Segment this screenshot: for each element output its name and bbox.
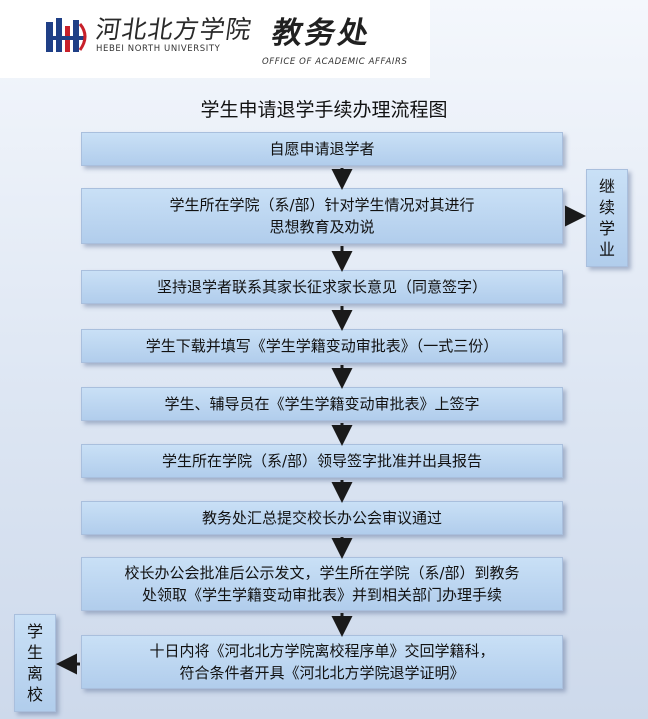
header-banner: 河北北方学院 HEBEI NORTH UNIVERSITY 教务处 OFFICE…: [0, 0, 430, 78]
continue-study-box: 继 续 学 业: [586, 169, 628, 267]
step-1: 自愿申请退学者: [81, 132, 563, 166]
step-5: 学生、辅导员在《学生学籍变动审批表》上签字: [81, 387, 563, 421]
university-name-en: HEBEI NORTH UNIVERSITY: [96, 44, 221, 54]
step-7: 教务处汇总提交校长办公会审议通过: [81, 501, 563, 535]
step-8: 校长办公会批准后公示发文，学生所在学院（系/部）到教务 处领取《学生学籍变动审批…: [81, 557, 563, 611]
step-9: 十日内将《河北北方学院离校程序单》交回学籍科， 符合条件者开具《河北北方学院退学…: [81, 635, 563, 689]
step-6: 学生所在学院（系/部）领导签字批准并出具报告: [81, 444, 563, 478]
step-2: 学生所在学院（系/部）针对学生情况对其进行 思想教育及劝说: [81, 188, 563, 244]
step-3: 坚持退学者联系其家长征求家长意见（同意签字）: [81, 270, 563, 304]
step-4: 学生下载并填写《学生学籍变动审批表》（一式三份）: [81, 329, 563, 363]
university-logo-icon: [46, 18, 87, 52]
page-title: 学生申请退学手续办理流程图: [200, 99, 448, 121]
office-name-en: OFFICE OF ACADEMIC AFFAIRS: [262, 57, 408, 67]
leave-school-box: 学 生 离 校: [14, 614, 56, 712]
